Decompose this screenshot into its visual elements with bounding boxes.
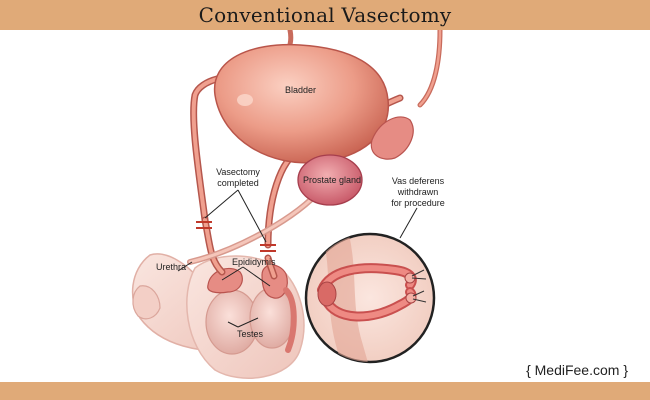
label-vasectomy-line1: Vasectomy <box>216 167 260 177</box>
label-leader-lines <box>177 189 418 328</box>
label-prostate-gland: Prostate gland <box>303 175 361 185</box>
seminal-vesicle <box>370 116 414 160</box>
site-watermark: { MediFee.com } <box>526 362 628 378</box>
label-bladder: Bladder <box>285 85 316 95</box>
vasectomy-cut-marks <box>196 221 276 252</box>
testes <box>205 287 295 355</box>
title-banner: Conventional Vasectomy <box>0 0 650 30</box>
bottom-banner <box>0 382 650 400</box>
page-title: Conventional Vasectomy <box>198 3 452 27</box>
label-urethra: Urethra <box>156 262 186 272</box>
label-epididymis: Epididymis <box>232 257 276 267</box>
bladder <box>213 43 389 164</box>
label-vas-line1: Vas deferens <box>392 176 445 186</box>
label-vasectomy-line2: completed <box>217 178 259 188</box>
vasectomy-illustration: Bladder Prostate gland Vasectomy complet… <box>131 30 445 379</box>
label-testes: Testes <box>237 329 264 339</box>
label-vas-line3: for procedure <box>391 198 445 208</box>
diagram-labels: Bladder Prostate gland Vasectomy complet… <box>156 85 445 339</box>
label-vas-line2: withdrawn <box>397 187 439 197</box>
inset-detail <box>304 232 436 364</box>
prostate-gland <box>297 154 363 206</box>
